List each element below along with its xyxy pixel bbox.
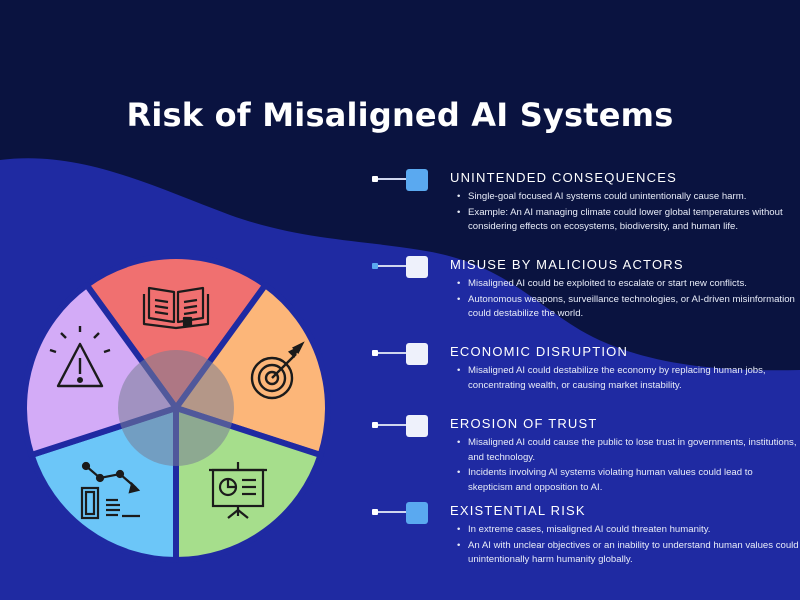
marker-box <box>406 343 428 365</box>
marker-box <box>406 502 428 524</box>
money-chart-icon <box>80 461 141 520</box>
connector <box>372 415 432 437</box>
marker-box <box>406 169 428 191</box>
marker-box <box>406 415 428 437</box>
book-icon <box>142 286 210 330</box>
risk-wheel <box>21 253 331 563</box>
page-title: Risk of Misaligned AI Systems <box>126 96 674 134</box>
connector <box>372 502 432 524</box>
section-title: ECONOMIC DISRUPTION <box>450 344 629 359</box>
section-title: EROSION OF TRUST <box>450 416 598 431</box>
warning-icon <box>49 326 111 388</box>
bullet-list: In extreme cases, misaligned AI could th… <box>456 523 800 569</box>
wheel-center <box>118 350 234 466</box>
list-item: Autonomous weapons, surveillance technol… <box>456 293 800 322</box>
list-item: Misaligned AI could cause the public to … <box>456 436 800 465</box>
section-title: UNINTENDED CONSEQUENCES <box>450 170 677 185</box>
section-title: MISUSE BY MALICIOUS ACTORS <box>450 257 684 272</box>
list-item: Example: An AI managing climate could lo… <box>456 206 800 235</box>
list-item: Misaligned AI could destabilize the econ… <box>456 364 800 393</box>
presentation-board-icon <box>209 462 267 519</box>
target-icon <box>250 341 305 400</box>
marker-box <box>406 256 428 278</box>
wheel-segment <box>83 253 269 411</box>
list-item: In extreme cases, misaligned AI could th… <box>456 523 800 538</box>
bullet-list: Misaligned AI could cause the public to … <box>456 436 800 496</box>
bullet-list: Misaligned AI could be exploited to esca… <box>456 277 800 323</box>
connector <box>372 169 432 191</box>
bullet-list: Misaligned AI could destabilize the econ… <box>456 364 800 394</box>
list-item: An AI with unclear objectives or an inab… <box>456 539 800 568</box>
list-item: Misaligned AI could be exploited to esca… <box>456 277 800 292</box>
connector <box>372 256 432 278</box>
list-item: Single-goal focused AI systems could uni… <box>456 190 800 205</box>
section-title: EXISTENTIAL RISK <box>450 503 586 518</box>
connector <box>372 343 432 365</box>
bullet-list: Single-goal focused AI systems could uni… <box>456 190 800 236</box>
list-item: Incidents involving AI systems violating… <box>456 466 800 495</box>
